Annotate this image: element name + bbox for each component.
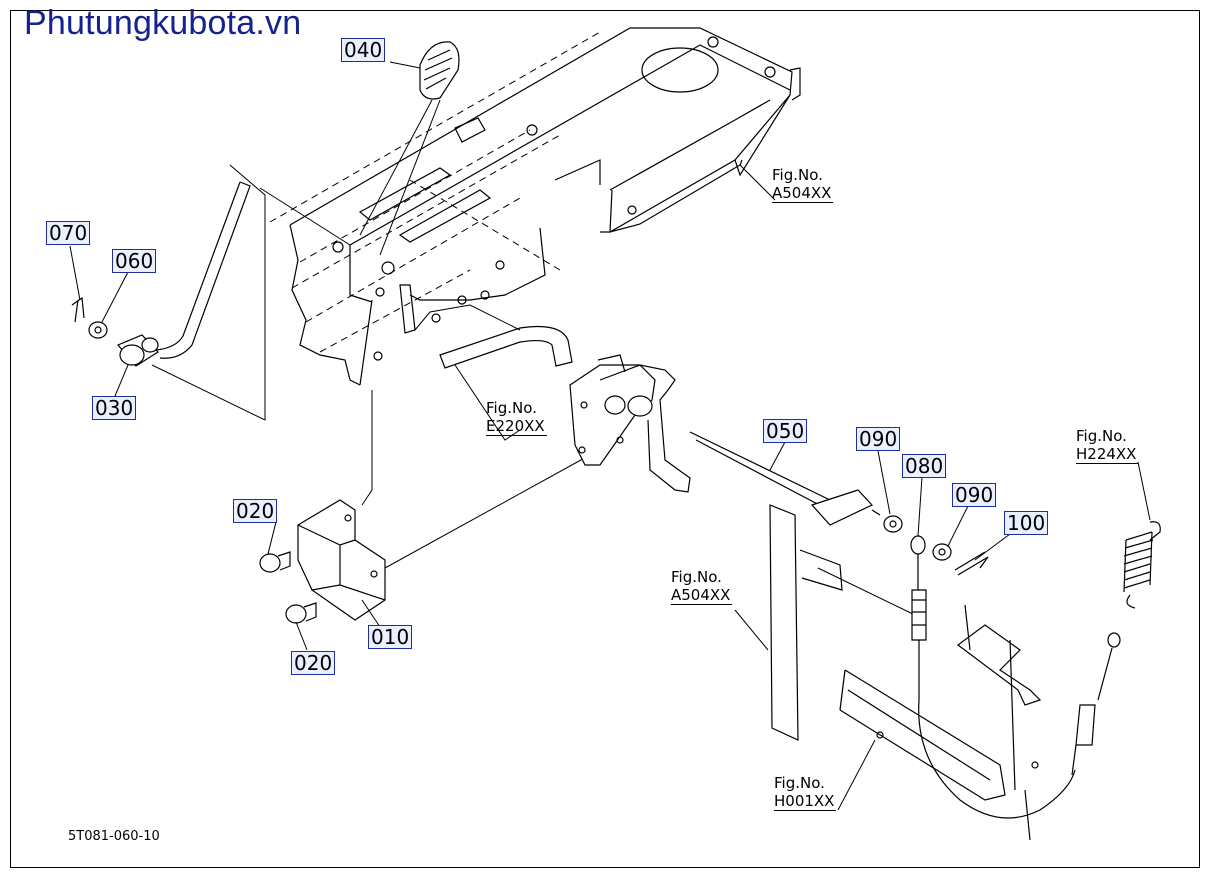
pedal-pad-040 — [359, 41, 460, 256]
fig-ref-a504-lower[interactable]: Fig.No. A504XX — [671, 568, 733, 605]
diagram-code: 5T081-060-10 — [68, 829, 160, 844]
part-label-080[interactable]: 080 — [902, 454, 947, 478]
fig-ref-label: Fig.No. — [1076, 427, 1127, 445]
bracket-010 — [259, 390, 591, 624]
return-spring — [1071, 521, 1161, 776]
part-label-040[interactable]: 040 — [341, 38, 386, 62]
fig-ref-h224[interactable]: Fig.No. H224XX — [1076, 427, 1139, 464]
part-label-070[interactable]: 070 — [46, 221, 91, 245]
fig-ref-e220[interactable]: Fig.No. E220XX — [486, 399, 547, 436]
fig-ref-code: A504XX — [671, 586, 733, 605]
fig-ref-code: A504XX — [772, 184, 834, 203]
side-plate — [769, 504, 916, 741]
chassis-frame — [269, 27, 801, 386]
fig-ref-a504-upper[interactable]: Fig.No. A504XX — [772, 166, 834, 203]
part-label-010[interactable]: 010 — [368, 625, 413, 649]
fig-ref-label: Fig.No. — [671, 568, 722, 586]
part-label-100[interactable]: 100 — [1004, 511, 1049, 535]
lower-frame — [839, 604, 1042, 841]
fig-ref-h001[interactable]: Fig.No. H001XX — [774, 774, 837, 811]
part-label-050[interactable]: 050 — [763, 419, 808, 443]
fig-ref-code: E220XX — [486, 417, 547, 436]
part-label-020-lower[interactable]: 020 — [291, 651, 336, 675]
cable-assembly — [910, 535, 1076, 819]
fig-ref-label: Fig.No. — [486, 399, 537, 417]
part-label-060[interactable]: 060 — [112, 249, 157, 273]
part-label-090-right[interactable]: 090 — [952, 483, 997, 507]
lever-rod — [71, 164, 351, 421]
pedal-arm — [414, 304, 691, 493]
watermark-logo-text: Phutungkubota.vn — [24, 4, 302, 42]
part-label-030[interactable]: 030 — [92, 396, 137, 420]
fig-ref-code: H224XX — [1076, 445, 1139, 464]
leader-lines — [69, 61, 1151, 811]
part-label-020-upper[interactable]: 020 — [233, 499, 278, 523]
fig-ref-label: Fig.No. — [774, 774, 825, 792]
fig-ref-code: H001XX — [774, 792, 837, 811]
diagram-frame — [10, 10, 1200, 868]
rod-050 — [689, 431, 903, 533]
part-label-090-left[interactable]: 090 — [856, 427, 901, 451]
fig-ref-label: Fig.No. — [772, 166, 823, 184]
